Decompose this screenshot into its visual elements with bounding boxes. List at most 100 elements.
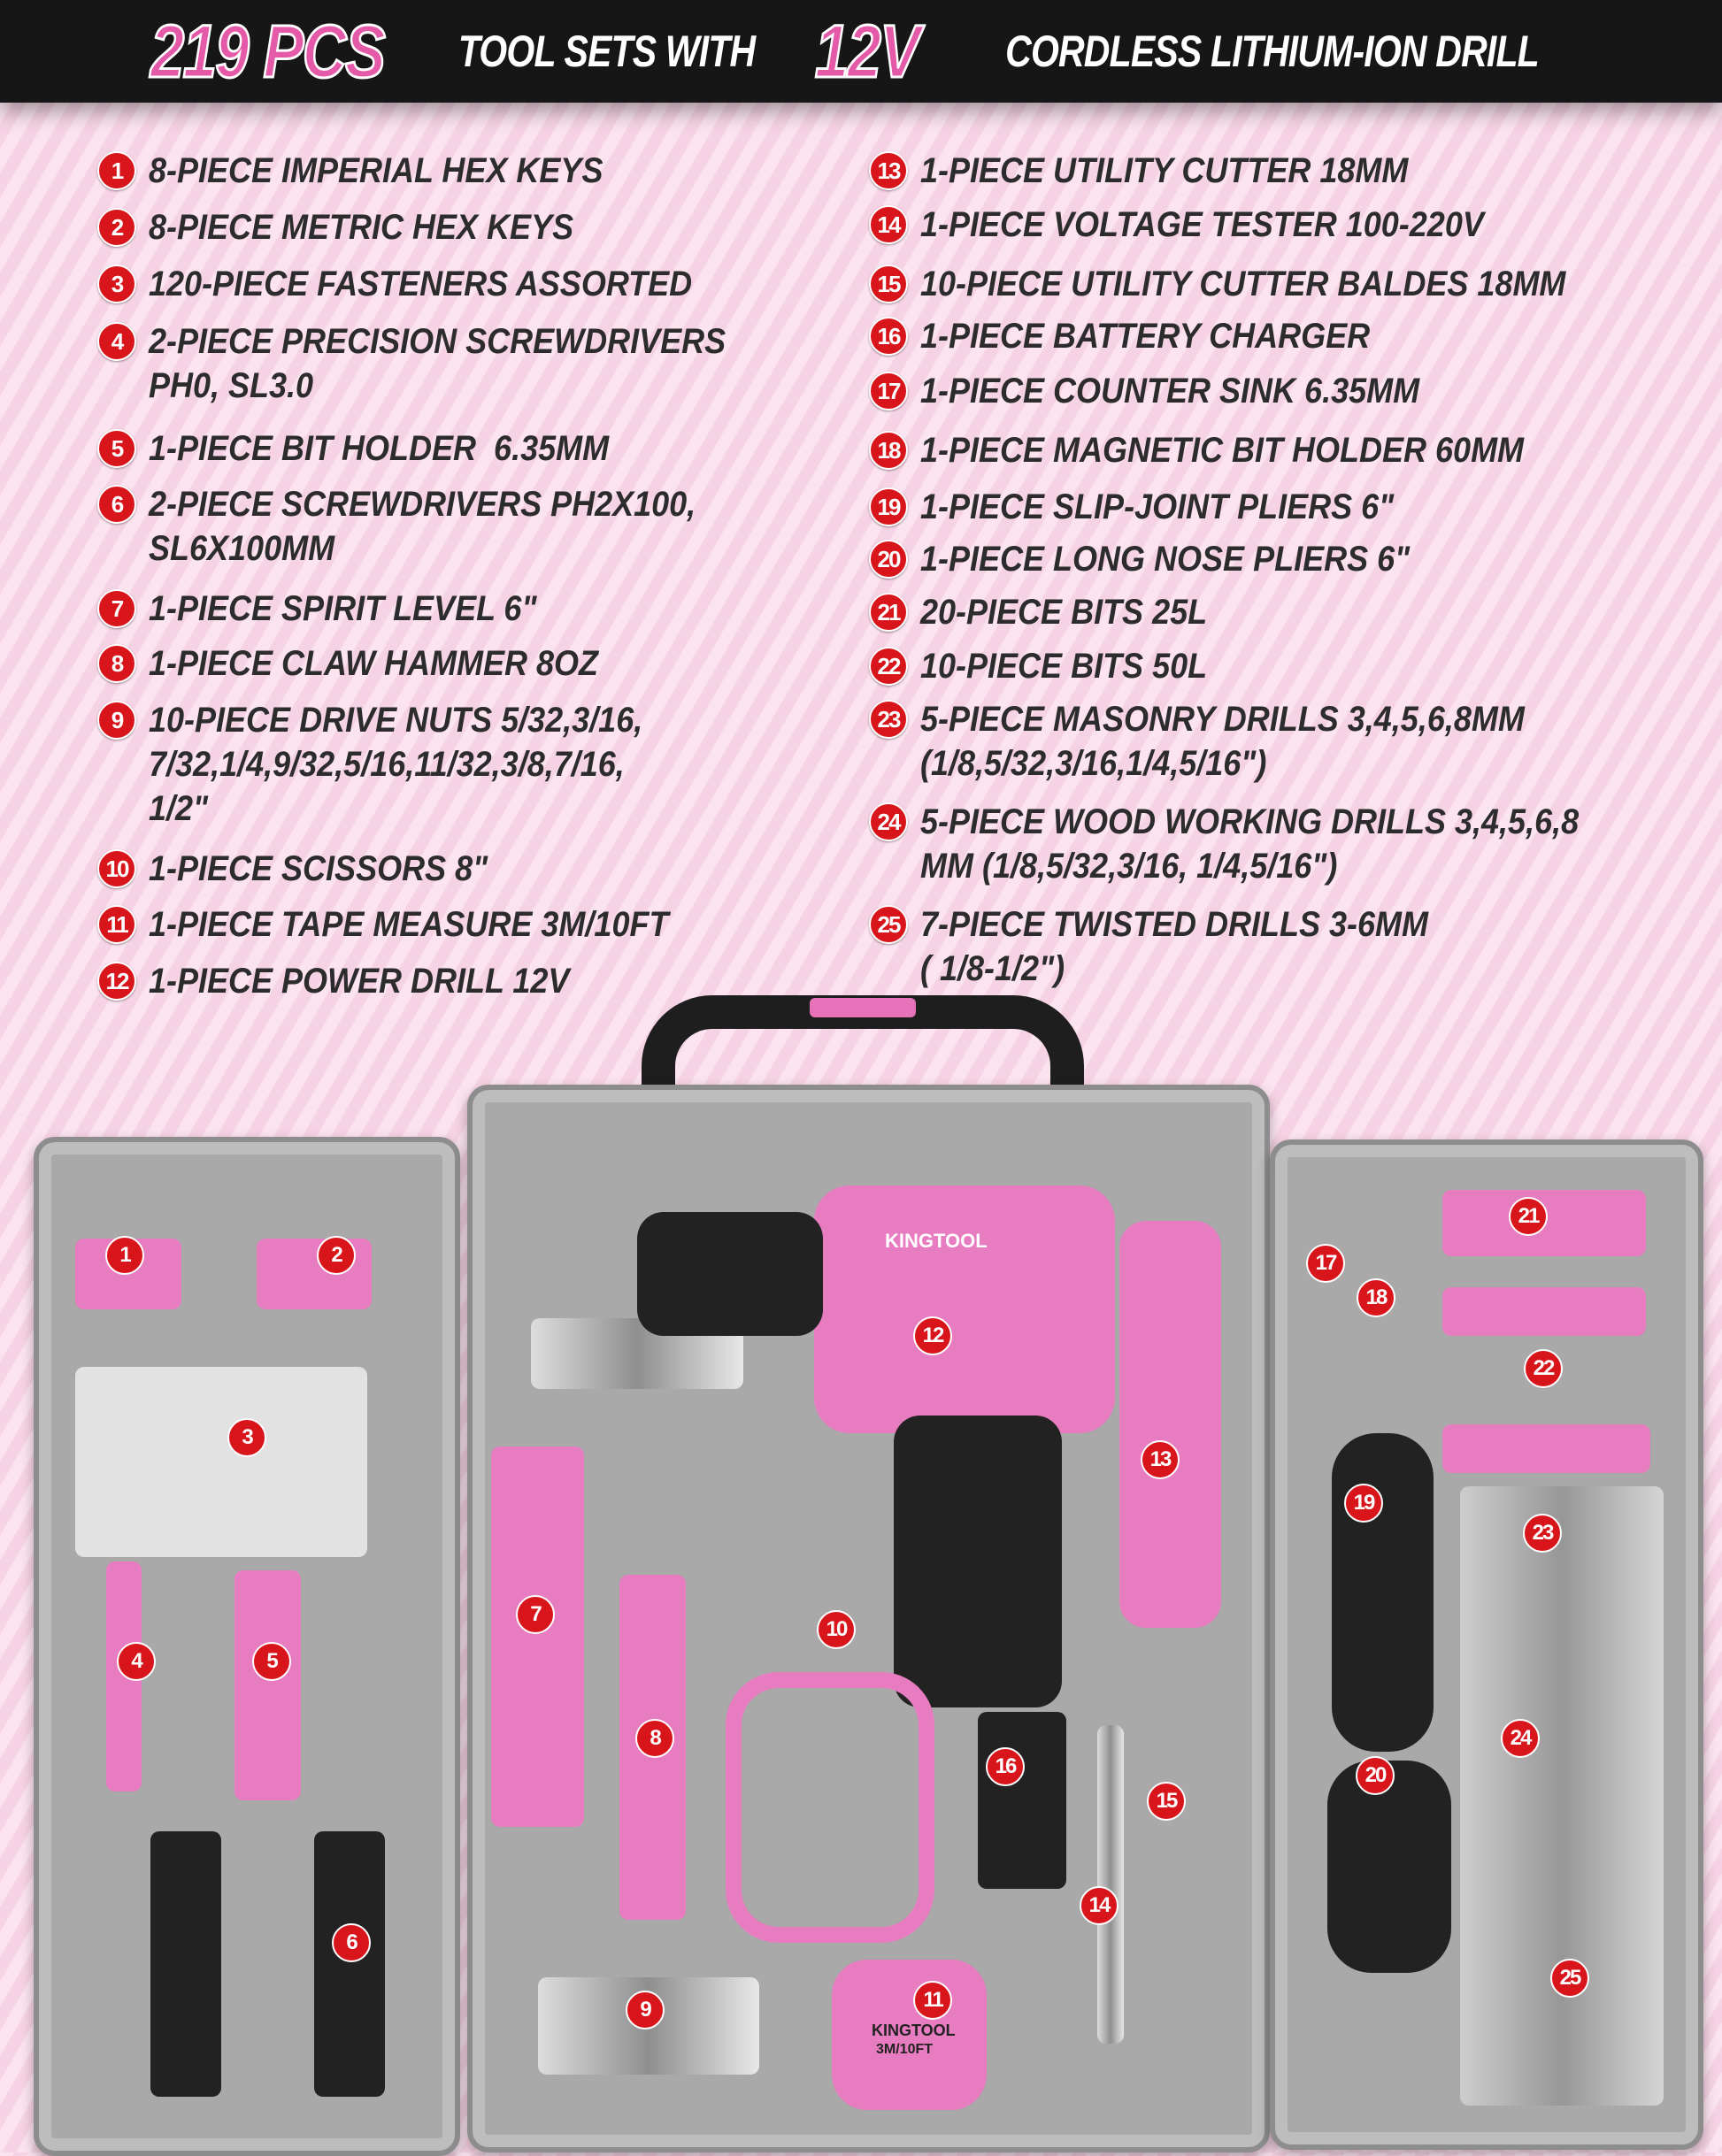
photo-callout-label: 13 [1141, 1440, 1180, 1479]
list-item: 16 1-PIECE BATTERY CHARGER [869, 314, 1420, 358]
item-number-badge: 23 [869, 700, 908, 739]
bit-holder-5 [234, 1570, 301, 1800]
list-item: 2 8-PIECE METRIC HEX KEYS [97, 205, 620, 249]
item-label: 1-PIECE POWER DRILL 12V [149, 962, 570, 1001]
item-label: 1-PIECE BIT HOLDER 6.35MM [149, 429, 610, 468]
list-item: 22 10-PIECE BITS 50L [869, 644, 1239, 688]
item-number-badge: 4 [97, 322, 136, 361]
photo-callout-label: 11 [913, 1981, 952, 2020]
item-label: 1-PIECE SPIRIT LEVEL 6" [149, 589, 537, 628]
item-number-badge: 5 [97, 429, 136, 468]
item-number-badge: 1 [97, 151, 136, 190]
fastener-box [75, 1367, 367, 1557]
photo-callout-label: 25 [1550, 1959, 1589, 1998]
list-item: 21 20-PIECE BITS 25L [869, 590, 1239, 634]
photo-callout-label: 22 [1524, 1349, 1563, 1388]
list-item: 5 1-PIECE BIT HOLDER 6.35MM [97, 426, 660, 471]
item-label: 8-PIECE METRIC HEX KEYS [149, 208, 574, 247]
item-label: 8-PIECE IMPERIAL HEX KEYS [149, 151, 603, 190]
item-label: 5-PIECE WOOD WORKING DRILLS 3,4,5,6,8 MM… [920, 802, 1580, 886]
item-number-badge: 19 [869, 487, 908, 526]
item-label: 10-PIECE BITS 50L [920, 647, 1208, 686]
screwdriver-6a [150, 1831, 221, 2097]
photo-callout-label: 6 [332, 1923, 371, 1962]
item-label: 1-PIECE TAPE MEASURE 3M/10FT [149, 905, 669, 944]
photo-callout-label: 3 [227, 1418, 266, 1457]
handle-grip [810, 998, 916, 1017]
photo-callout-label: 12 [913, 1316, 952, 1355]
photo-callout-label: 7 [516, 1595, 555, 1634]
tape-size: 3M/10FT [876, 2042, 934, 2057]
item-label: 1-PIECE VOLTAGE TESTER 100-220V [920, 205, 1484, 244]
tape-brand: KINGTOOL [872, 2022, 956, 2039]
drill-brand: KINGTOOL [885, 1230, 988, 1252]
photo-callout-label: 21 [1509, 1197, 1548, 1236]
photo-callout-label: 20 [1356, 1756, 1395, 1795]
item-label: 1-PIECE MAGNETIC BIT HOLDER 60MM [920, 431, 1525, 470]
voltage-tester [1097, 1725, 1124, 2044]
list-item: 7 1-PIECE SPIRIT LEVEL 6" [97, 587, 580, 631]
drill-bits [1460, 1486, 1664, 2106]
item-label: 2-PIECE SCREWDRIVERS PH2X100, SL6X100MM [149, 485, 696, 568]
item-label: 1-PIECE COUNTER SINK 6.35MM [920, 372, 1420, 410]
battery-charger [978, 1712, 1066, 1889]
list-item: 1 8-PIECE IMPERIAL HEX KEYS [97, 149, 654, 193]
photo-callout-label: 17 [1306, 1244, 1345, 1283]
item-label: 1-PIECE UTILITY CUTTER 18MM [920, 151, 1409, 190]
title-pcs: 219 PCS [150, 8, 387, 94]
drill-chuck [637, 1212, 823, 1336]
list-item: 9 10-PIECE DRIVE NUTS 5/32,3/16, 7/32,1/4… [97, 698, 697, 831]
item-number-badge: 3 [97, 265, 136, 303]
photo-callout-label: 14 [1080, 1886, 1119, 1925]
spirit-level [491, 1446, 584, 1827]
screwdriver-6b [314, 1831, 385, 2097]
photo-callout-label: 16 [986, 1747, 1025, 1786]
item-number-badge: 14 [869, 205, 908, 244]
item-label: 10-PIECE DRIVE NUTS 5/32,3/16, 7/32,1/4,… [149, 701, 643, 828]
item-number-badge: 10 [97, 849, 136, 888]
item-number-badge: 15 [869, 265, 908, 303]
photo-callout-label: 23 [1523, 1514, 1562, 1553]
list-item: 12 1-PIECE POWER DRILL 12V [97, 959, 616, 1003]
item-number-badge: 21 [869, 593, 908, 632]
item-number-badge: 2 [97, 208, 136, 247]
item-label: 1-PIECE SLIP-JOINT PLIERS 6" [920, 487, 1395, 526]
title-banner: 219 PCS TOOL SETS WITH 12V CORDLESS LITH… [0, 0, 1722, 103]
scissors [726, 1672, 934, 1943]
item-number-badge: 8 [97, 644, 136, 683]
photo-callout-label: 1 [105, 1236, 144, 1275]
item-number-badge: 6 [97, 485, 136, 524]
item-number-badge: 25 [869, 905, 908, 944]
item-number-badge: 12 [97, 962, 136, 1001]
list-item: 19 1-PIECE SLIP-JOINT PLIERS 6" [869, 485, 1447, 529]
item-number-badge: 20 [869, 540, 908, 579]
item-number-badge: 22 [869, 647, 908, 686]
list-item: 6 2-PIECE SCREWDRIVERS PH2X100, SL6X100MM [97, 482, 757, 571]
item-label: 1-PIECE SCISSORS 8" [149, 849, 488, 888]
title-mid: TOOL SETS WITH [458, 27, 756, 76]
tape-measure [832, 1960, 987, 2110]
item-number-badge: 9 [97, 701, 136, 740]
item-label: 5-PIECE MASONRY DRILLS 3,4,5,6,8MM (1/8,… [920, 700, 1525, 783]
long-nose-pliers [1327, 1761, 1451, 1973]
photo-callout-label: 19 [1344, 1484, 1383, 1523]
photo-callout-label: 5 [252, 1642, 291, 1681]
photo-callout-label: 15 [1147, 1782, 1186, 1821]
photo-callout-label: 2 [317, 1236, 356, 1275]
item-label: 20-PIECE BITS 25L [920, 593, 1208, 632]
item-label: 1-PIECE BATTERY CHARGER [920, 317, 1371, 356]
title-volt: 12V [814, 8, 922, 94]
drill-grip [894, 1416, 1062, 1707]
item-number-badge: 16 [869, 317, 908, 356]
list-item: 23 5-PIECE MASONRY DRILLS 3,4,5,6,8MM (1/… [869, 697, 1592, 786]
item-number-badge: 7 [97, 589, 136, 628]
